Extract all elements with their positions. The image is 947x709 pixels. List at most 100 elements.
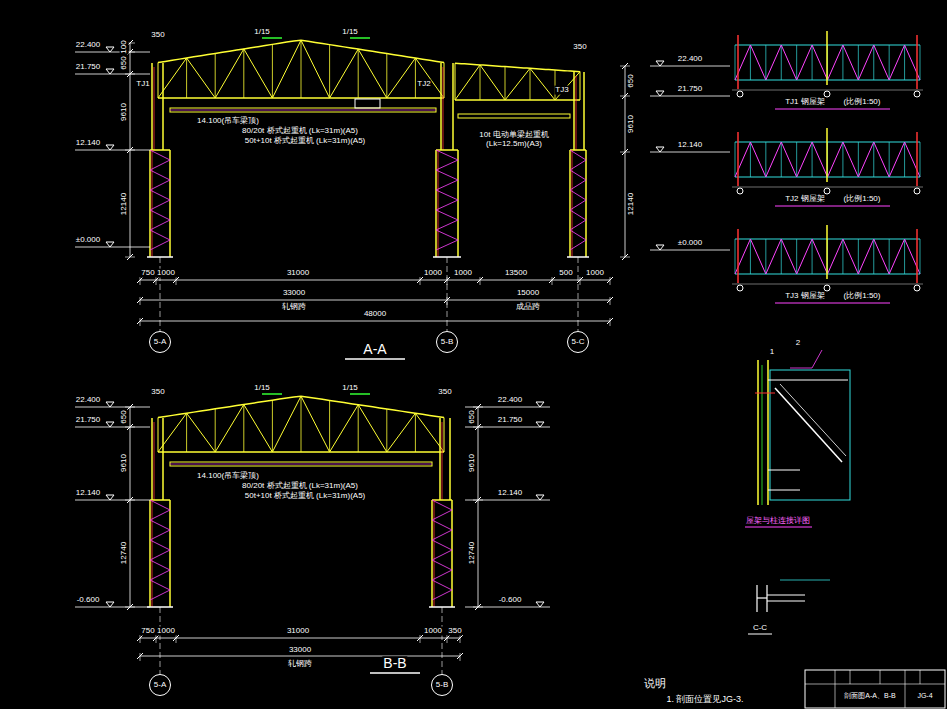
drawing-line <box>775 388 842 462</box>
drawing-line <box>610 318 611 326</box>
drawing-line <box>572 150 573 257</box>
drawing-line <box>140 321 610 322</box>
drawing-line <box>272 396 301 452</box>
drawing-line <box>387 58 416 98</box>
drawing-line <box>812 239 827 274</box>
drawing-label: 650 <box>468 409 477 424</box>
drawing-label: 350 <box>150 388 165 397</box>
drawing-label: 1000 <box>423 627 443 636</box>
drawing-line <box>451 500 453 607</box>
drawing-line <box>781 239 782 274</box>
support-symbol <box>824 91 830 97</box>
drawing-line <box>573 72 575 150</box>
drawing-label: 9610 <box>468 453 477 473</box>
drawing-line <box>75 607 150 608</box>
drawing-label: 14.100(吊车梁顶) <box>196 472 260 481</box>
drawing-label: 21.750 <box>497 416 523 425</box>
drawing-line <box>301 40 302 98</box>
drawing-line <box>570 230 586 240</box>
drawing-line <box>243 405 244 452</box>
drawing-line <box>580 277 581 285</box>
drawing-line <box>796 45 797 80</box>
drawing-line <box>796 142 797 177</box>
drawing-line <box>905 670 906 708</box>
drawing-line <box>75 500 150 501</box>
drawing-line <box>920 142 921 177</box>
drawing-line <box>244 405 273 452</box>
elevation-mark <box>106 242 114 247</box>
drawing-label: 12.140 <box>75 139 101 148</box>
drawing-label: 轧钢跨 <box>281 303 307 312</box>
drawing-line <box>750 45 765 80</box>
drawing-line <box>350 393 370 395</box>
drawing-line <box>152 500 153 607</box>
drawing-line <box>75 150 150 151</box>
drawing-line <box>436 220 458 230</box>
drawing-line <box>916 35 918 89</box>
drawing-line <box>150 499 170 501</box>
drawing-line <box>781 239 796 274</box>
drawing-line <box>650 66 730 67</box>
drawing-line <box>130 407 131 607</box>
drawing-line <box>750 45 751 80</box>
drawing-line <box>140 653 141 661</box>
drawing-line <box>826 128 828 182</box>
drawing-label: 80/20t 桥式起重机 (Lk=31m)(A5) <box>241 127 359 136</box>
drawing-line <box>370 672 420 674</box>
drawing-label: 1000 <box>156 269 176 278</box>
drawing-line <box>432 520 452 530</box>
drawing-line <box>158 63 159 98</box>
drawing-line <box>843 239 858 274</box>
drawing-label: 12140 <box>627 192 636 216</box>
drawing-line <box>473 607 483 608</box>
drawing-label: 1/15 <box>253 28 271 37</box>
drawing-line <box>387 413 416 452</box>
drawing-line <box>436 240 458 250</box>
elevation-mark <box>656 91 664 96</box>
drawing-line <box>797 45 812 80</box>
axis-bubble: 5-B <box>431 674 453 696</box>
drawing-label: 33000 <box>288 646 312 655</box>
drawing-line <box>447 635 448 643</box>
drawing-line <box>162 418 164 500</box>
axis-bubble: 5-A <box>149 331 171 353</box>
drawing-line <box>735 45 736 80</box>
support-symbol <box>737 91 743 97</box>
drawing-line <box>432 499 452 501</box>
drawing-line <box>438 150 439 257</box>
drawing-line <box>420 277 421 285</box>
drawing-label: 12.140 <box>497 489 523 498</box>
drawing-line <box>150 200 170 210</box>
drawing-line <box>150 500 170 510</box>
drawing-line <box>432 510 452 520</box>
drawing-line <box>835 670 836 708</box>
drawing-line <box>920 670 921 684</box>
drawing-line <box>797 142 812 177</box>
drawing-label: 1/15 <box>341 28 359 37</box>
drawing-line <box>768 490 800 491</box>
drawing-label: TJ1 钢屋架 <box>784 98 826 107</box>
drawing-line <box>796 239 797 274</box>
drawing-line <box>920 45 921 80</box>
drawing-line <box>442 607 443 674</box>
drawing-line <box>170 464 432 465</box>
drawing-line <box>330 405 359 452</box>
drawing-line <box>781 142 796 177</box>
drawing-line <box>262 393 282 395</box>
drawing-line <box>150 150 170 160</box>
drawing-line <box>150 530 170 540</box>
drawing-line <box>436 150 458 160</box>
drawing-label: (比例1:50) <box>843 98 882 107</box>
drawing-line <box>187 413 216 452</box>
drawing-label: 10t 电动单梁起重机 (Lk=12.5m)(A3) <box>461 131 567 149</box>
drawing-label: A-A <box>362 342 387 357</box>
drawing-line <box>889 142 904 177</box>
drawing-line <box>781 45 782 80</box>
drawing-line <box>170 110 436 111</box>
drawing-line <box>775 206 890 207</box>
drawing-line <box>858 142 873 177</box>
drawing-line <box>162 63 164 150</box>
drawing-line <box>767 595 805 596</box>
drawing-line <box>150 550 170 560</box>
